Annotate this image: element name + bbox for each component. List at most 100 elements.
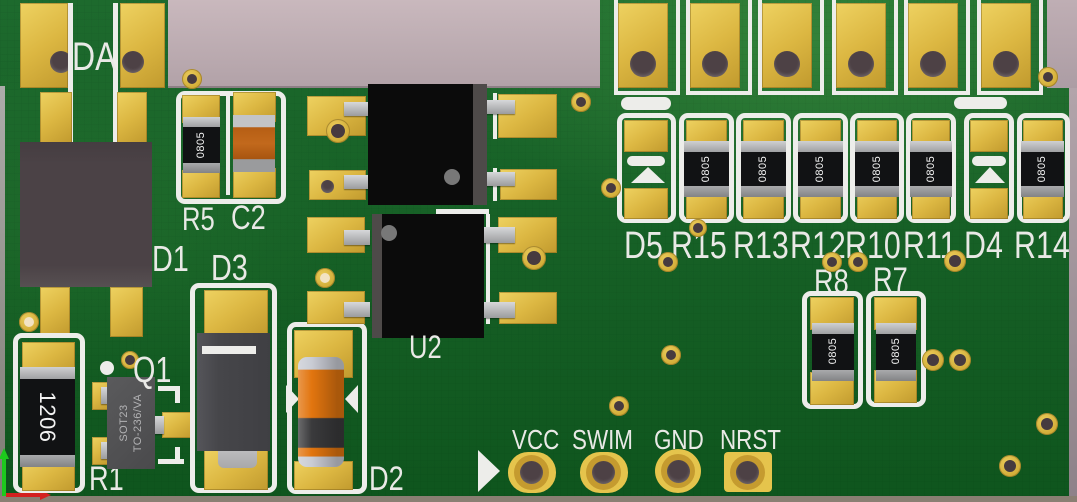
pad[interactable] bbox=[624, 120, 668, 152]
axis-x-arrowhead bbox=[40, 490, 51, 500]
pin-hole-nrst bbox=[736, 461, 759, 484]
pad[interactable] bbox=[117, 92, 147, 143]
resistor-cap bbox=[183, 117, 220, 127]
silkscreen-line bbox=[493, 93, 497, 139]
via[interactable] bbox=[848, 252, 868, 272]
silkscreen-outline-r13 bbox=[736, 113, 791, 223]
silkscreen-outline-r8 bbox=[802, 291, 863, 409]
pad[interactable] bbox=[40, 287, 70, 335]
label-r13: R13 bbox=[733, 225, 789, 267]
component-r14-body[interactable] bbox=[1021, 152, 1064, 186]
pad[interactable] bbox=[110, 287, 143, 337]
component-r15-body[interactable] bbox=[684, 152, 729, 186]
component-r13-body[interactable] bbox=[741, 152, 786, 186]
component-r1-body[interactable] bbox=[20, 379, 75, 455]
via[interactable] bbox=[19, 312, 39, 332]
pad[interactable] bbox=[970, 188, 1008, 219]
resistor-cap bbox=[876, 323, 916, 334]
u2-pin bbox=[344, 230, 370, 245]
label-swim: SWIM bbox=[572, 424, 633, 455]
pad[interactable] bbox=[40, 92, 72, 143]
via[interactable] bbox=[822, 252, 842, 272]
silkscreen-bracket bbox=[158, 459, 184, 464]
silkscreen-outline-d4 bbox=[964, 113, 1014, 223]
via[interactable] bbox=[182, 69, 202, 89]
pad[interactable] bbox=[182, 170, 220, 198]
connector-hole bbox=[702, 51, 728, 77]
label-d2: D2 bbox=[369, 460, 404, 498]
connector-pad[interactable] bbox=[120, 3, 165, 88]
via[interactable] bbox=[1038, 67, 1058, 87]
resistor-cap bbox=[876, 370, 916, 381]
d2-polarity-mark bbox=[286, 385, 299, 413]
via[interactable] bbox=[689, 219, 707, 237]
u2-pin bbox=[344, 302, 370, 317]
via[interactable] bbox=[999, 455, 1021, 477]
silkscreen-outline-r7 bbox=[866, 291, 926, 407]
pad[interactable] bbox=[162, 412, 192, 438]
pad[interactable] bbox=[970, 120, 1008, 152]
connector-pad[interactable] bbox=[20, 3, 68, 88]
component-d1-body[interactable] bbox=[20, 142, 152, 287]
silkscreen-dot bbox=[100, 361, 114, 375]
silkscreen-outline-r14 bbox=[1017, 113, 1070, 223]
via[interactable] bbox=[601, 178, 621, 198]
silkscreen-bar bbox=[954, 97, 1007, 109]
resistor-cap bbox=[20, 367, 75, 379]
label-gnd: GND bbox=[654, 424, 704, 455]
via[interactable] bbox=[661, 345, 681, 365]
u2-pin1-dot bbox=[381, 225, 397, 241]
via[interactable] bbox=[922, 349, 944, 371]
silkscreen-outline-r15 bbox=[679, 113, 734, 223]
connector-hole bbox=[920, 51, 946, 77]
axis-y-arrowhead bbox=[0, 448, 9, 459]
label-nrst: NRST bbox=[720, 424, 781, 455]
marking-r7: 0805 bbox=[890, 337, 902, 365]
marking-r5: 0805 bbox=[195, 131, 207, 159]
component-r8-body[interactable] bbox=[812, 334, 854, 370]
marking-r11: 0805 bbox=[925, 155, 937, 183]
pad-hole-ring bbox=[522, 246, 546, 270]
silkscreen-bracket bbox=[175, 386, 180, 403]
component-r12-body[interactable] bbox=[798, 152, 843, 186]
via[interactable] bbox=[1036, 413, 1058, 435]
component-u2-top-body[interactable] bbox=[368, 84, 487, 205]
pad-hole bbox=[321, 180, 334, 193]
resistor-cap bbox=[910, 186, 952, 197]
via[interactable] bbox=[949, 349, 971, 371]
u2-pin bbox=[344, 175, 370, 189]
connector-hole bbox=[50, 51, 72, 73]
resistor-cap bbox=[1021, 141, 1064, 152]
silkscreen-outline-d3 bbox=[190, 283, 277, 493]
resistor-cap bbox=[855, 186, 899, 197]
silkscreen-line bbox=[436, 209, 489, 214]
component-r11-body[interactable] bbox=[910, 152, 952, 186]
silkscreen-bar bbox=[621, 97, 671, 110]
via[interactable] bbox=[315, 268, 335, 288]
via[interactable] bbox=[121, 351, 139, 369]
via[interactable] bbox=[609, 396, 629, 416]
component-r10-body[interactable] bbox=[855, 152, 899, 186]
via[interactable] bbox=[658, 252, 678, 272]
component-r7-body[interactable] bbox=[876, 334, 916, 370]
u2-top-body-edge bbox=[473, 84, 487, 205]
via[interactable] bbox=[944, 250, 966, 272]
via[interactable] bbox=[571, 92, 591, 112]
d2-cylinder-shade bbox=[298, 357, 344, 467]
pad[interactable] bbox=[204, 290, 268, 336]
component-r5-body[interactable] bbox=[183, 127, 220, 163]
label-q1: Q1 bbox=[133, 349, 172, 390]
component-c2-body[interactable] bbox=[233, 115, 275, 172]
big-pad-outline bbox=[977, 0, 1043, 95]
marking-q1-type: TO-236/VA bbox=[132, 393, 144, 453]
connector-hole bbox=[122, 51, 144, 73]
component-q1-body[interactable] bbox=[107, 377, 155, 469]
component-d2-cylinder[interactable] bbox=[298, 357, 344, 467]
connector-hole bbox=[774, 51, 800, 77]
silkscreen-outline-d5 bbox=[617, 113, 676, 223]
pad[interactable] bbox=[233, 168, 276, 198]
pad[interactable] bbox=[624, 188, 668, 219]
silkscreen-outline-r10 bbox=[850, 113, 904, 223]
resistor-cap bbox=[741, 141, 786, 152]
